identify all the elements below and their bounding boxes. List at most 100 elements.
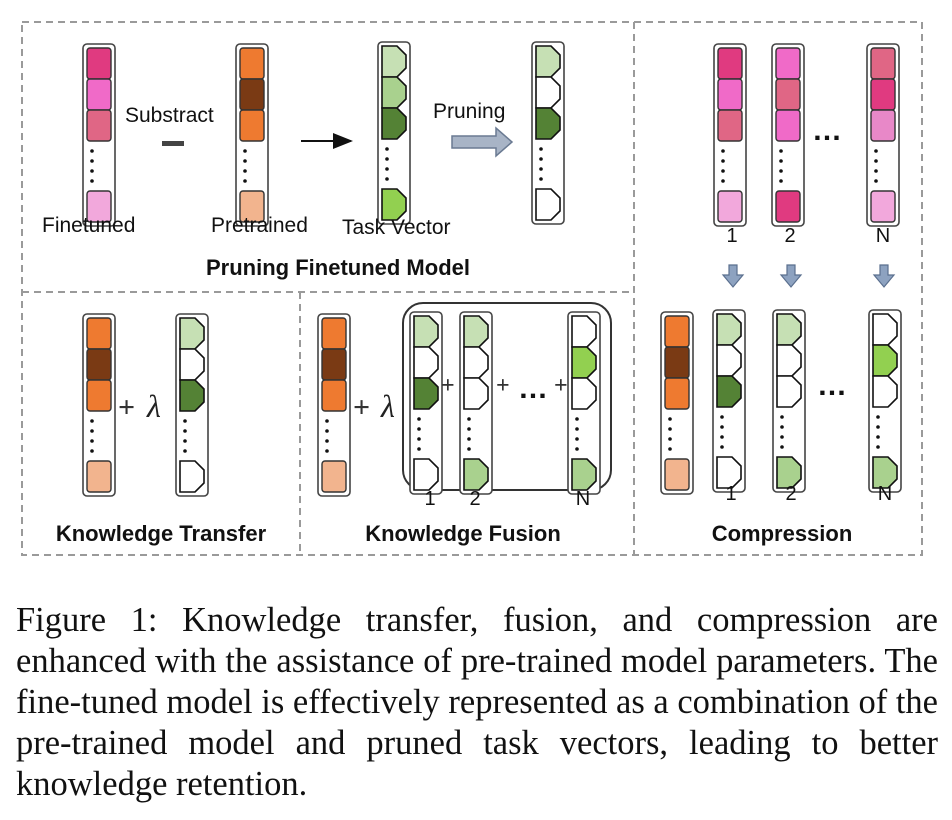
fusion-index-n: N: [576, 488, 590, 510]
vector-dot: [243, 149, 247, 153]
vector-cell: [870, 78, 896, 111]
vector-cell: [717, 109, 743, 142]
vector-dot: [575, 427, 579, 431]
vector-cell: [321, 348, 347, 381]
vector-cell: [571, 315, 597, 348]
vector-dot: [780, 415, 784, 419]
vector-dot: [721, 169, 725, 173]
compression-task-vector-1: [712, 309, 746, 493]
transfer-pretrained-vector: [82, 313, 116, 497]
pretrained-vector: [235, 43, 269, 227]
lambda-symbol: λ: [146, 388, 161, 424]
panel-frame: [21, 21, 923, 556]
vector-dot: [243, 159, 247, 163]
compression-pretrained-vector: [660, 311, 694, 495]
vector-dot: [668, 447, 672, 451]
vector-cell: [239, 47, 265, 80]
compression-bottom-index-n: N: [878, 483, 892, 505]
minus-sign-icon: [162, 141, 184, 146]
vector-dot: [325, 439, 329, 443]
vector-dot: [874, 169, 878, 173]
vector-dot: [539, 177, 543, 181]
vector-cell: [664, 315, 690, 348]
vector-dot: [779, 179, 783, 183]
vector-cell: [239, 78, 265, 111]
vector-dot: [575, 447, 579, 451]
vector-dot: [668, 437, 672, 441]
plus-sign-icon: +: [496, 373, 510, 399]
compression-finetuned-vector-n: [866, 43, 900, 227]
vector-cell: [321, 379, 347, 412]
vector-dot: [780, 435, 784, 439]
vector-cell: [571, 458, 597, 491]
vector-cell: [776, 344, 802, 377]
vector-cell: [179, 460, 205, 493]
vector-cell: [86, 317, 112, 350]
vector-cell: [716, 375, 742, 408]
vector-cell: [321, 460, 347, 493]
vector-dot: [721, 149, 725, 153]
compression-finetuned-vector-1: [713, 43, 747, 227]
vector-dot: [874, 149, 878, 153]
vector-cell: [381, 76, 407, 109]
vector-dot: [385, 157, 389, 161]
vector-cell: [775, 78, 801, 111]
vector-dot: [243, 179, 247, 183]
vector-dot: [780, 425, 784, 429]
vector-cell: [716, 456, 742, 489]
vector-dot: [325, 449, 329, 453]
plus-sign-icon: +: [353, 391, 370, 424]
vector-dot: [467, 447, 471, 451]
vector-cell: [872, 313, 898, 346]
vector-dot: [876, 435, 880, 439]
fusion-pretrained-vector: [317, 313, 351, 497]
ellipsis-icon: …: [812, 114, 842, 147]
fusion-task-vector-n: [567, 311, 601, 495]
vector-dot: [90, 419, 94, 423]
vector-cell: [870, 47, 896, 80]
vector-cell: [775, 47, 801, 80]
lambda-symbol: λ: [380, 388, 395, 424]
finetuned-vector: [82, 43, 116, 227]
vector-cell: [776, 456, 802, 489]
vector-dot: [874, 159, 878, 163]
vector-dot: [385, 147, 389, 151]
compression-index-n: N: [876, 225, 890, 247]
vector-cell: [775, 190, 801, 223]
pruning-arrow-icon: [451, 126, 514, 158]
vector-dot: [779, 169, 783, 173]
pruning-label: Pruning: [433, 100, 505, 123]
vector-cell: [872, 456, 898, 489]
vector-dot: [720, 415, 724, 419]
vector-cell: [86, 190, 112, 223]
vector-cell: [86, 109, 112, 142]
vector-cell: [717, 190, 743, 223]
vector-cell: [571, 346, 597, 379]
vector-cell: [872, 344, 898, 377]
pruning-panel: Substract Pruning Finetuned Pretrained T…: [42, 41, 565, 280]
vector-dot: [183, 419, 187, 423]
vector-cell: [86, 460, 112, 493]
vector-cell: [535, 107, 561, 140]
vector-dot: [90, 179, 94, 183]
vector-dot: [720, 425, 724, 429]
fusion-panel-title: Knowledge Fusion: [365, 521, 561, 546]
vector-cell: [86, 348, 112, 381]
vector-cell: [535, 188, 561, 221]
vector-dot: [417, 447, 421, 451]
subtract-label: Substract: [125, 104, 214, 127]
pruned-task-vector: [531, 41, 565, 225]
down-arrow-icon: [721, 264, 745, 288]
vector-dot: [874, 179, 878, 183]
knowledge-fusion-panel: + λ + + … + 1 2 N Knowledge Fusion: [317, 302, 612, 546]
vector-dot: [90, 429, 94, 433]
vector-dot: [183, 449, 187, 453]
vector-dot: [721, 159, 725, 163]
vector-dot: [668, 417, 672, 421]
task-vector: [377, 41, 411, 225]
vector-cell: [717, 47, 743, 80]
plus-sign-icon: +: [554, 373, 568, 399]
plus-sign-icon: +: [118, 391, 135, 424]
compression-index-1: 1: [726, 225, 737, 247]
vector-dot: [183, 439, 187, 443]
